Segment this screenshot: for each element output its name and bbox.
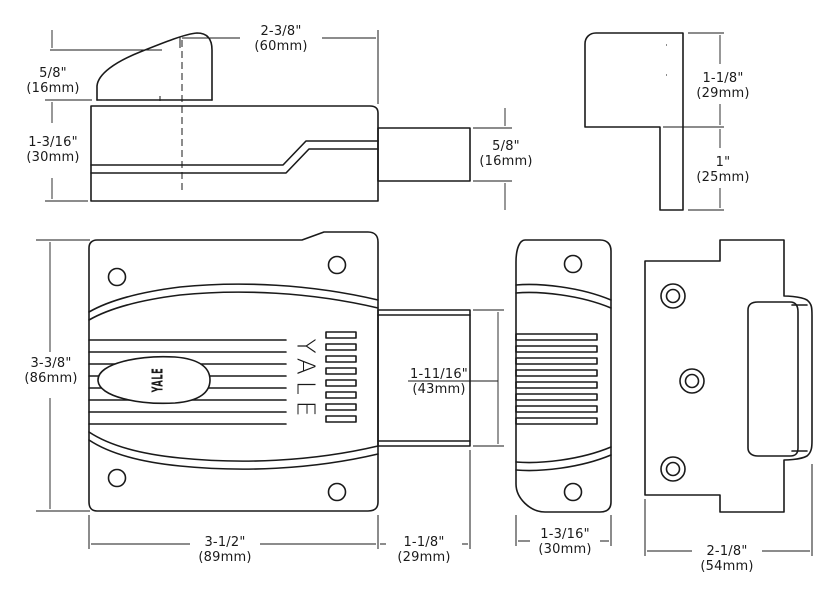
dim-metric: (30mm) (538, 542, 592, 557)
dim-fraction: 2-3/8" (260, 24, 302, 39)
dim-fraction: 5/8" (39, 66, 67, 81)
dim-metric: (43mm) (412, 382, 466, 397)
dim-fraction: 1-1/8" (702, 71, 744, 86)
dim-knob-height: 5/8" (16mm) (16, 66, 90, 96)
dim-body-height: 3-3/8" (86mm) (14, 356, 88, 386)
dim-strike-width: 2-1/8" (54mm) (692, 544, 762, 574)
screw-hole-icon (563, 482, 583, 502)
top-view (45, 30, 512, 210)
screw-hole-icon (660, 283, 686, 309)
screw-hole-icon (107, 267, 127, 287)
dim-fraction: 1-1/8" (403, 535, 445, 550)
screw-hole-icon (327, 482, 347, 502)
dim-bolt-depth: 5/8" (16mm) (474, 139, 538, 169)
dim-metric: (89mm) (198, 550, 252, 565)
dim-fraction: 5/8" (492, 139, 520, 154)
dim-metric: (30mm) (26, 150, 80, 165)
dim-side-width: 1-3/16" (30mm) (530, 527, 600, 557)
dim-fraction: 1" (715, 155, 731, 170)
dim-fraction: 3-1/2" (204, 535, 246, 550)
dim-fraction: 3-3/8" (30, 356, 72, 371)
front-view (36, 231, 504, 549)
dim-metric: (86mm) (24, 371, 78, 386)
strike-plate-view (644, 239, 813, 556)
brand-logo-text: YALE (291, 337, 321, 423)
screw-hole-icon (327, 255, 347, 275)
dim-fraction: 1-11/16" (409, 367, 468, 382)
screw-hole-icon (107, 468, 127, 488)
dim-metric: (16mm) (479, 154, 533, 169)
dim-fraction: 1-3/16" (28, 135, 78, 150)
side-profile-view (515, 239, 612, 546)
dim-bolt-width: 1-11/16" (43mm) (402, 367, 476, 397)
knob-logo: YALE (112, 367, 202, 393)
dim-fraction: 2-1/8" (706, 544, 748, 559)
dim-overall-width-top: 2-3/8" (60mm) (240, 24, 322, 54)
dim-body-width: 3-1/2" (89mm) (190, 535, 260, 565)
dim-keeper-lower: 1" (25mm) (688, 155, 758, 185)
dim-keeper-upper: 1-1/8" (29mm) (688, 71, 758, 101)
dim-metric: (54mm) (700, 559, 754, 574)
screw-hole-icon (679, 368, 705, 394)
dim-fraction: 1-3/16" (540, 527, 590, 542)
screw-hole-icon (660, 456, 686, 482)
dim-metric: (16mm) (26, 81, 80, 96)
dim-metric: (29mm) (696, 86, 750, 101)
dim-metric: (29mm) (397, 550, 451, 565)
dim-body-depth: 1-3/16" (30mm) (16, 135, 90, 165)
dim-metric: (25mm) (696, 170, 750, 185)
screw-hole-icon (563, 254, 583, 274)
knob-logo-text: YALE (148, 367, 166, 393)
keeper-side-view (584, 32, 724, 211)
brand-logo-vertical: YALE (286, 330, 326, 430)
dim-metric: (60mm) (254, 39, 308, 54)
dim-bolt-throw: 1-1/8" (29mm) (386, 535, 462, 565)
